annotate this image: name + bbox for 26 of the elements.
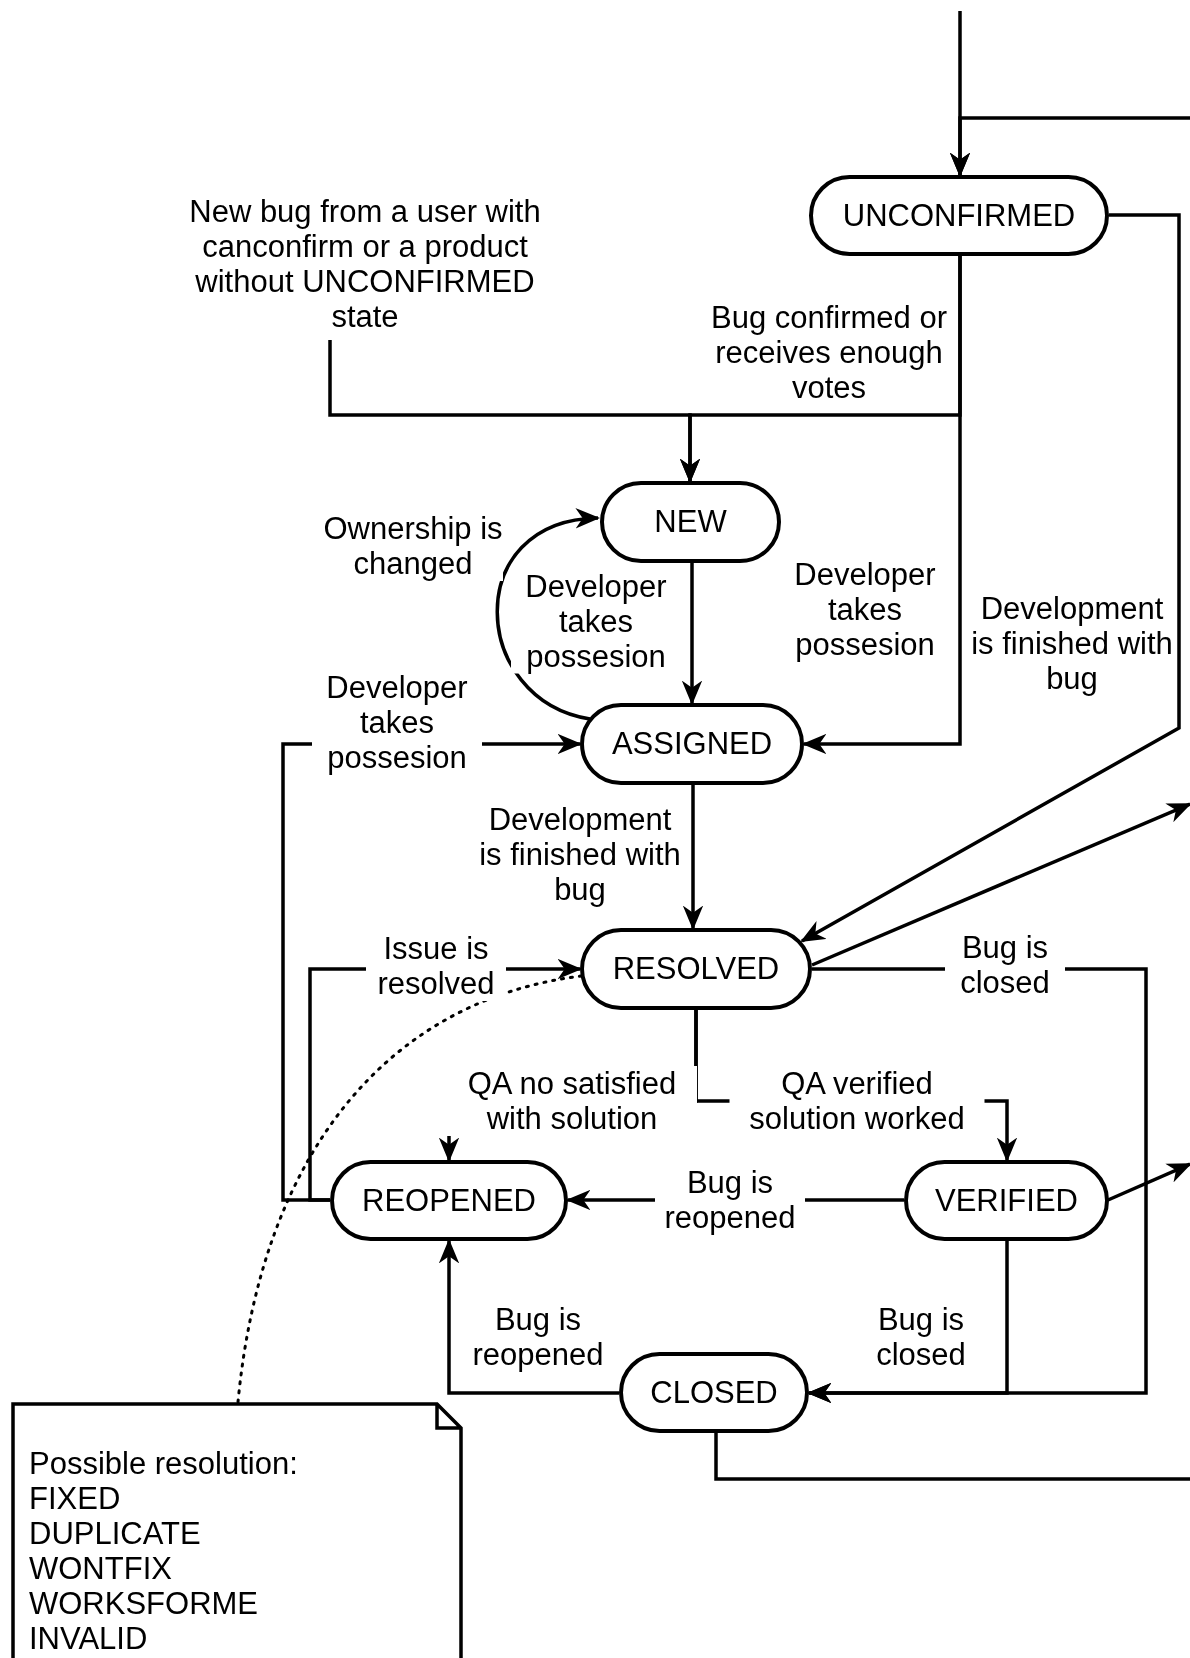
state-label: UNCONFIRMED: [842, 197, 1076, 234]
note-text: DUPLICATE: [29, 1516, 202, 1551]
edge-label: QA no satisfied with solution: [447, 1066, 697, 1136]
state-label: CLOSED: [650, 1374, 778, 1411]
note-box: [11, 1402, 463, 1658]
state-label: NEW: [654, 504, 727, 540]
state-label: VERIFIED: [935, 1182, 1078, 1219]
note-text: WONTFIX: [29, 1551, 173, 1586]
note-text: WORKSFORME: [29, 1586, 260, 1621]
state-node: [580, 928, 812, 1010]
arrow: [681, 563, 703, 706]
state-label: RESOLVED: [612, 951, 780, 987]
arrow: [495, 510, 601, 721]
note-text: INVALID: [29, 1621, 149, 1656]
state-label: REOPENED: [362, 1182, 536, 1219]
arrow: [438, 1238, 619, 1395]
arrow: [682, 785, 704, 931]
arrow: [811, 802, 1190, 967]
arrow: [949, 116, 1190, 178]
note-text: Possible resolution:: [29, 1446, 299, 1481]
state-label: ASSIGNED: [611, 726, 773, 762]
note-text: FIXED: [29, 1481, 122, 1516]
arrow: [328, 340, 701, 484]
arrow: [800, 213, 1181, 943]
arrow: [1107, 1162, 1190, 1202]
annotation-text: New bug from a user with canconfirm or a product without UNCONFIRMED state: [175, 188, 555, 340]
